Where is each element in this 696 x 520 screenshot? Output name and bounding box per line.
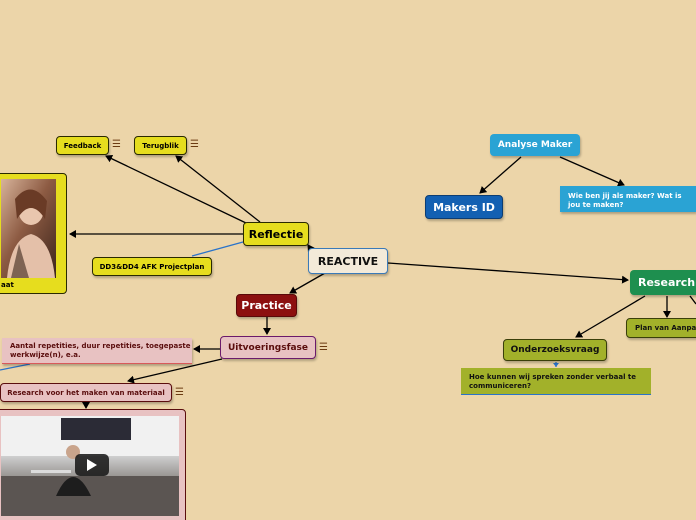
node-plan-van-aanpak[interactable]: Plan van Aanpak [626, 318, 696, 338]
node-image[interactable]: aat [0, 173, 67, 294]
video-scene [1, 416, 179, 516]
image-caption: aat [1, 281, 14, 289]
video-caption: ... [79, 516, 87, 520]
node-onderzoek-vraag[interactable]: Hoe kunnen wij spreken zonder verbaal te… [461, 368, 651, 395]
onderzoek-arrow-head [553, 363, 559, 367]
node-projectplan[interactable]: DD3&DD4 AFK Projectplan [92, 257, 212, 276]
note-icon[interactable]: ☰ [175, 387, 184, 398]
node-repetities[interactable]: Aantal repetities, duur repetities, toeg… [2, 338, 192, 364]
link-reflectie-terugblik [175, 155, 261, 223]
link-reflectie-projectplan [191, 241, 244, 257]
link-uitvoering-material [127, 358, 223, 384]
video-thumbnail[interactable] [1, 416, 179, 516]
node-practice[interactable]: Practice [236, 294, 297, 317]
node-reflectie[interactable]: Reflectie [243, 222, 309, 246]
link-repetities-offscreen [0, 363, 31, 371]
link-central-research [387, 262, 629, 284]
node-wie-ben-jij[interactable]: Wie ben jij als maker? Wat is jou te mak… [560, 186, 696, 212]
central-node-reactive[interactable]: REACTIVE [308, 248, 388, 274]
link-reflectie-feedback [105, 154, 247, 224]
link-research-onderzoek [575, 295, 646, 338]
node-onderzoeksvraag[interactable]: Onderzoeksvraag [503, 339, 607, 361]
note-icon[interactable]: ☰ [112, 139, 121, 150]
note-icon[interactable]: ☰ [190, 139, 199, 150]
node-video[interactable]: ... [0, 409, 186, 520]
note-icon[interactable]: ☰ [319, 342, 328, 353]
node-uitvoeringsfase[interactable]: Uitvoeringsfase [220, 336, 316, 359]
play-icon[interactable] [75, 454, 109, 476]
portrait-shape [7, 189, 55, 278]
node-makers-id[interactable]: Makers ID [425, 195, 503, 219]
portrait-photo [1, 179, 56, 278]
link-research-right [689, 295, 696, 305]
node-feedback[interactable]: Feedback [56, 136, 109, 155]
link-analyse-makers [479, 156, 522, 194]
node-research-materiaal[interactable]: Research voor het maken van materiaal [0, 383, 172, 402]
link-analyse-wie [559, 156, 625, 187]
node-research[interactable]: Research [630, 270, 696, 295]
node-analyse-maker[interactable]: Analyse Maker [490, 134, 580, 156]
node-terugblik[interactable]: Terugblik [134, 136, 187, 155]
link-central-practice [289, 272, 326, 294]
